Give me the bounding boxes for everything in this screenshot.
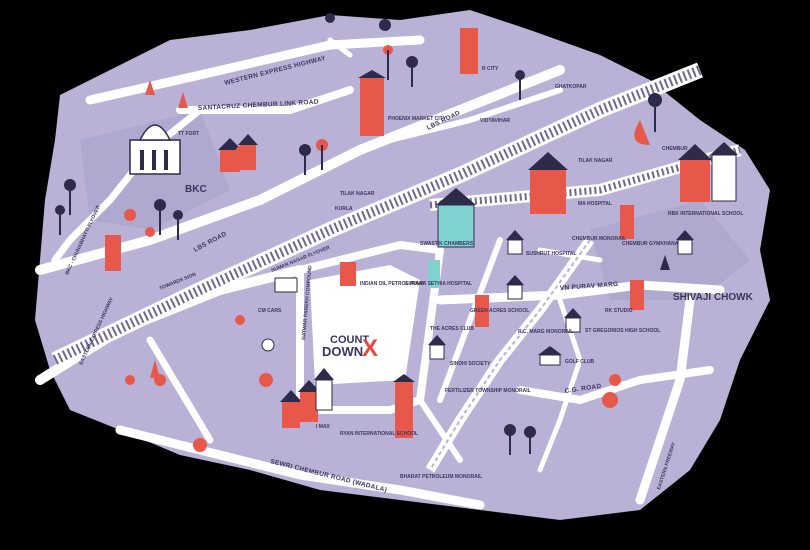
road-label-vidyavihar: VIDYAVIHAR bbox=[480, 118, 510, 124]
building-house bbox=[677, 239, 693, 255]
building-house bbox=[530, 170, 566, 214]
building-house bbox=[240, 145, 256, 170]
building-house bbox=[315, 379, 333, 411]
road-label-chembur-monorail: CHEMBUR MONORAIL bbox=[572, 236, 626, 242]
place-label-sindhi: SINDHI SOCIETY bbox=[450, 361, 491, 367]
place-label-rbk: RBK INTERNATIONAL SCHOOL bbox=[668, 211, 743, 217]
place-label-shivaji: SHIVAJI CHOWK bbox=[673, 292, 754, 303]
building-tower bbox=[630, 280, 644, 310]
place-label-st-gregorios: ST GREGORIOS HIGH SCHOOL bbox=[585, 328, 660, 334]
logo-plot bbox=[310, 265, 420, 385]
place-label-rk-studio: RK STUDIO bbox=[605, 308, 633, 314]
building-house bbox=[429, 344, 445, 360]
trees bbox=[55, 13, 670, 455]
place-label-phoenix: PHOENIX MARKET CITY bbox=[388, 116, 447, 122]
building-tower bbox=[340, 262, 356, 286]
logo-line-count: COUNT bbox=[330, 334, 369, 346]
road-label-fertilizer: FERTILIZER TOWNSHIP MONORAIL bbox=[445, 388, 531, 394]
logo-line-down: DOWN bbox=[322, 344, 363, 359]
road-label-rc-marg: R.C. MARG MONORAIL bbox=[518, 329, 573, 335]
building-house bbox=[220, 150, 240, 172]
building-tower bbox=[428, 260, 440, 288]
place-label-r-city: R CITY bbox=[482, 66, 499, 72]
building-house bbox=[539, 354, 561, 366]
building-swastik bbox=[437, 204, 475, 248]
place-label-ryan: RYAN INTERNATIONAL SCHOOL bbox=[340, 431, 418, 437]
building-house bbox=[274, 277, 298, 293]
road-label-tilak-nagar-right: TILAK NAGAR bbox=[578, 158, 613, 164]
place-label-bkc: BKC bbox=[185, 184, 207, 195]
building-tower bbox=[105, 235, 121, 271]
place-label-ghatkopar: GHATKOPAR bbox=[555, 84, 587, 90]
place-label-sushrut: SUSHRUT HOSPITAL bbox=[526, 251, 576, 257]
place-label-surana: SURANA SETHIA HOSPITAL bbox=[405, 281, 472, 287]
building-house bbox=[282, 402, 300, 428]
place-label-indian-oil: INDIAN OIL PETROL PUMP bbox=[360, 281, 425, 287]
place-label-ma-hospital: MA HOSPITAL bbox=[578, 201, 612, 207]
place-label-imax: I MAX bbox=[316, 424, 331, 430]
place-label-kurla: KURLA bbox=[335, 206, 353, 212]
building-tower bbox=[620, 205, 634, 239]
logo-mark-x: X bbox=[362, 335, 378, 362]
building-house bbox=[507, 239, 523, 255]
buildings bbox=[105, 28, 738, 438]
place-label-cm-cars: CM CARS bbox=[258, 308, 282, 314]
road-label-tilak-nagar-left: TILAK NAGAR bbox=[340, 191, 375, 197]
place-label-golf-club: GOLF CLUB bbox=[565, 359, 595, 365]
building-house bbox=[300, 392, 318, 422]
building-house bbox=[680, 160, 710, 202]
place-label-chembur: CHEMBUR bbox=[662, 146, 688, 152]
building-tower bbox=[395, 382, 413, 438]
building-tower bbox=[360, 78, 384, 136]
place-label-acres-club: THE ACRES CLUB bbox=[430, 326, 474, 332]
building-house bbox=[711, 154, 737, 202]
place-label-tt-fort: TT FORT bbox=[178, 131, 199, 137]
building-house bbox=[507, 284, 523, 300]
building-tower bbox=[475, 295, 489, 327]
road-label-vn-purav: VN PURAV MARG bbox=[560, 281, 619, 292]
place-label-green-acres: GREEN ACRES SCHOOL bbox=[470, 308, 529, 314]
road-label-bharat-petroleum: BHARAT PETROLEUM MONORAIL bbox=[400, 474, 482, 480]
place-label-chembur-gym: CHEMBUR GYMKHANA bbox=[622, 241, 679, 247]
building-tower bbox=[460, 28, 478, 74]
map-land bbox=[35, 10, 770, 520]
place-label-swastik: SWASTIK CHAMBERS bbox=[420, 241, 474, 247]
monorail-track-centre bbox=[429, 239, 591, 471]
